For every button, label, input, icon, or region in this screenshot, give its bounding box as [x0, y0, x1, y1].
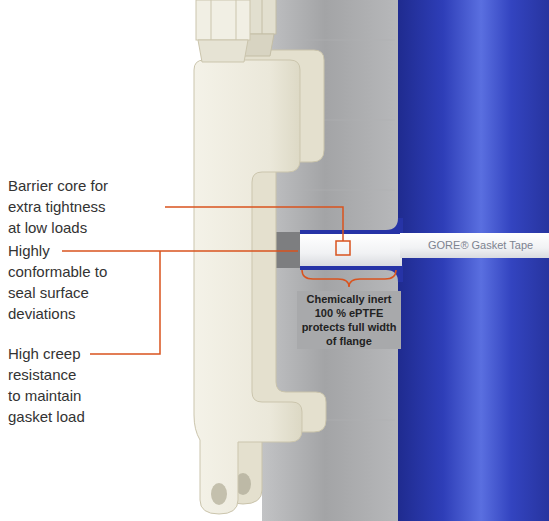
- leader-line: [165, 207, 343, 241]
- nut-body: [196, 0, 250, 40]
- clamp-hole: [211, 483, 227, 505]
- curly-bracket: [302, 270, 396, 287]
- callout-square: [336, 241, 350, 255]
- gasket: [300, 234, 402, 266]
- clamp-body: [194, 60, 302, 514]
- leader-line: [62, 250, 298, 252]
- nut-facet: [236, 0, 237, 40]
- callout-label: Chemically inert 100 % ePTFE protects fu…: [297, 291, 401, 349]
- lining-lip: [300, 218, 403, 235]
- nut-facet: [211, 0, 212, 40]
- steel-streak: [300, 190, 395, 191]
- gasket-tape: [400, 233, 549, 258]
- callout-label: Barrier core for extra tightness at low …: [8, 175, 118, 238]
- steel-streak: [300, 40, 395, 41]
- product-name: GORE® Gasket Tape: [428, 239, 533, 252]
- clamp-front: [194, 60, 302, 514]
- callout-label: Highly conformable to seal surface devia…: [8, 240, 113, 324]
- pipe-lining: [398, 0, 549, 521]
- nut-facet: [262, 0, 263, 34]
- nut-front: [196, 0, 250, 62]
- callout-label: High creep resistance to maintain gasket…: [8, 343, 90, 427]
- nut-washer: [198, 40, 248, 62]
